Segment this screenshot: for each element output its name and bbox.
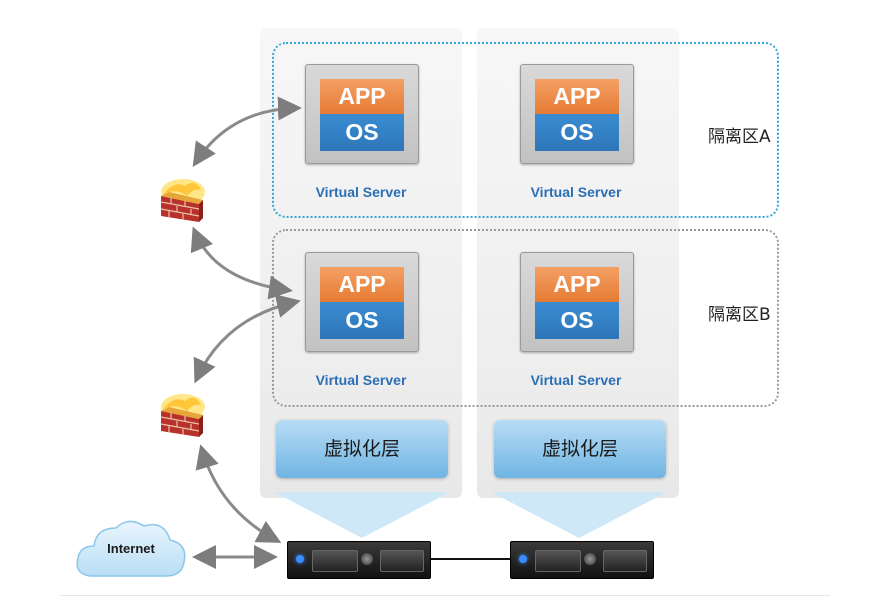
os-layer: OS <box>535 302 619 339</box>
virtualization-layer-right: 虚拟化层 <box>494 420 666 478</box>
firewall-icon <box>160 179 205 222</box>
drive-bay <box>603 550 647 572</box>
projection-beam-left <box>274 492 450 538</box>
double-arrow-icon <box>195 444 282 543</box>
power-led <box>519 555 527 563</box>
virtual-server-a-left: APP OS <box>305 64 419 164</box>
app-layer: APP <box>320 267 404 302</box>
double-arrow-icon <box>193 294 301 384</box>
divider <box>60 595 830 596</box>
virtual-server-b-right: APP OS <box>520 252 634 352</box>
app-layer: APP <box>320 79 404 114</box>
server-knob <box>361 553 373 565</box>
drive-bay <box>535 550 581 572</box>
virtual-server-caption: Virtual Server <box>530 372 622 388</box>
firewall-icon <box>160 394 205 437</box>
os-layer: OS <box>320 302 404 339</box>
drive-bay <box>380 550 424 572</box>
os-layer: OS <box>320 114 404 151</box>
server-icon <box>287 541 431 579</box>
virtualization-layer-left: 虚拟化层 <box>276 420 448 478</box>
app-layer: APP <box>535 267 619 302</box>
projection-beam-right <box>491 492 667 538</box>
virtual-server-caption: Virtual Server <box>530 184 622 200</box>
server-icon <box>510 541 654 579</box>
virtual-server-a-right: APP OS <box>520 64 634 164</box>
server-knob <box>584 553 596 565</box>
internet-label: Internet <box>107 541 155 556</box>
app-layer: APP <box>535 79 619 114</box>
cloud-icon <box>76 520 186 577</box>
os-layer: OS <box>535 114 619 151</box>
double-arrow-icon <box>192 96 302 168</box>
virtual-server-caption: Virtual Server <box>315 372 407 388</box>
zone-a-label: 隔离区A <box>708 127 771 147</box>
double-arrow-icon <box>190 226 293 300</box>
drive-bay <box>312 550 358 572</box>
power-led <box>296 555 304 563</box>
virtual-server-b-left: APP OS <box>305 252 419 352</box>
virtual-server-caption: Virtual Server <box>315 184 407 200</box>
zone-b-label: 隔离区B <box>708 305 771 325</box>
